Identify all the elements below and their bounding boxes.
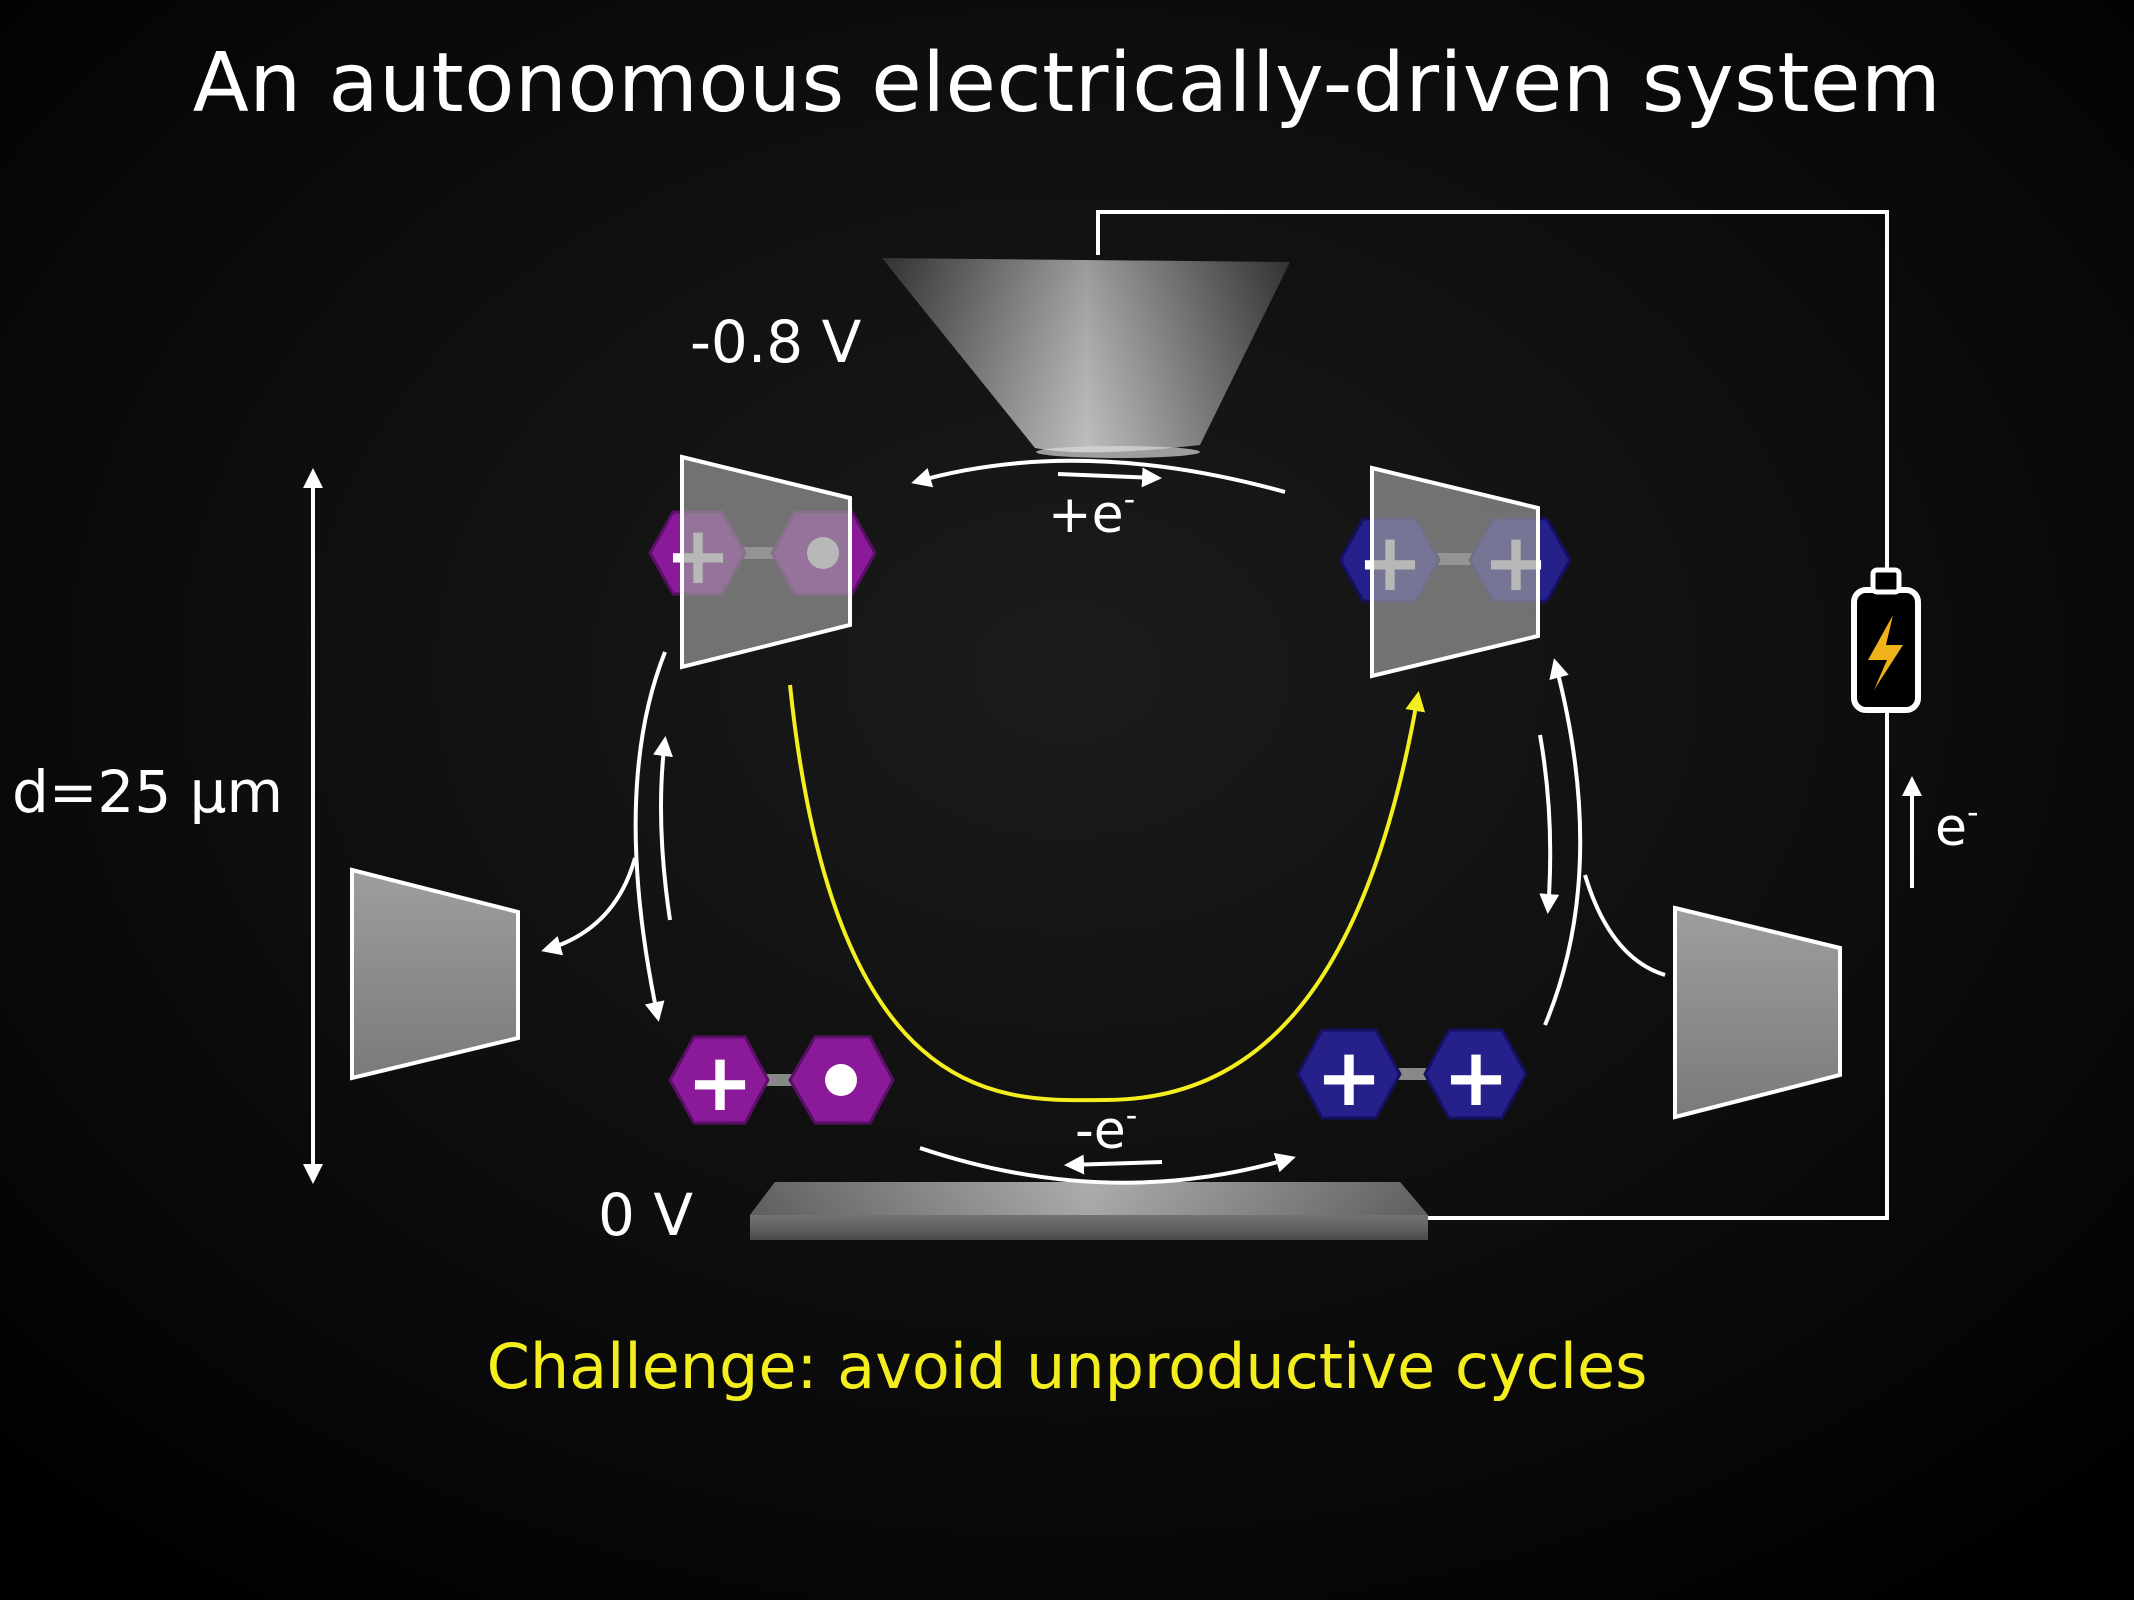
right-down-arrow <box>1538 734 1560 914</box>
bottom-exchange-small-arrow <box>1064 1154 1163 1175</box>
circuit-electron-label: e- <box>1935 793 1979 858</box>
plus-sign: + <box>686 1036 753 1129</box>
challenge-caption: Challenge: avoid unproductive cycles <box>486 1330 1648 1403</box>
top-left-complex: + <box>648 454 877 670</box>
ring-top-right <box>1370 465 1540 679</box>
plus-hexagon <box>668 1035 770 1125</box>
plus-hexagon <box>1423 1028 1528 1120</box>
left-branch-arrow <box>541 857 637 956</box>
bottom-electrode <box>750 1182 1428 1240</box>
slide-title: An autonomous electrically-driven system <box>192 36 1942 131</box>
left-free-ring <box>350 867 520 1081</box>
top-right-complex: + + <box>1338 465 1572 679</box>
unproductive-cycle-arc <box>788 684 1426 1103</box>
plus-sign: + <box>1442 1031 1509 1124</box>
battery-icon <box>1851 567 1921 713</box>
bottom-exchange-arc <box>919 1146 1296 1185</box>
blue-dumbbell-bottom: + + <box>1296 1028 1528 1124</box>
top-exchange-small-arrow <box>1057 467 1162 488</box>
oxidation-label: -e- <box>1075 1096 1137 1161</box>
left-down-arrow <box>633 651 667 1022</box>
ring-top-left <box>680 454 852 670</box>
top-electrode-voltage: -0.8 V <box>690 308 862 376</box>
plus-hexagon <box>1296 1028 1402 1120</box>
reduction-label: +e- <box>1048 480 1135 545</box>
external-circuit <box>1096 210 1889 1220</box>
top-exchange-arc <box>911 458 1286 494</box>
right-branch-arrow <box>1583 874 1666 977</box>
radical-dot <box>825 1064 857 1096</box>
bottom-electrode-voltage: 0 V <box>598 1181 693 1249</box>
lightning-bolt-icon <box>1868 615 1903 690</box>
distance-label: d=25 μm <box>12 758 283 826</box>
left-up-arrow <box>653 736 673 921</box>
right-free-ring <box>1673 905 1842 1120</box>
plus-sign: + <box>1315 1031 1382 1124</box>
purple-dumbbell-bottom: + <box>668 1035 895 1129</box>
circuit-wire <box>1096 210 1889 1220</box>
top-electrode <box>882 258 1290 458</box>
right-up-arrow <box>1543 658 1583 1026</box>
